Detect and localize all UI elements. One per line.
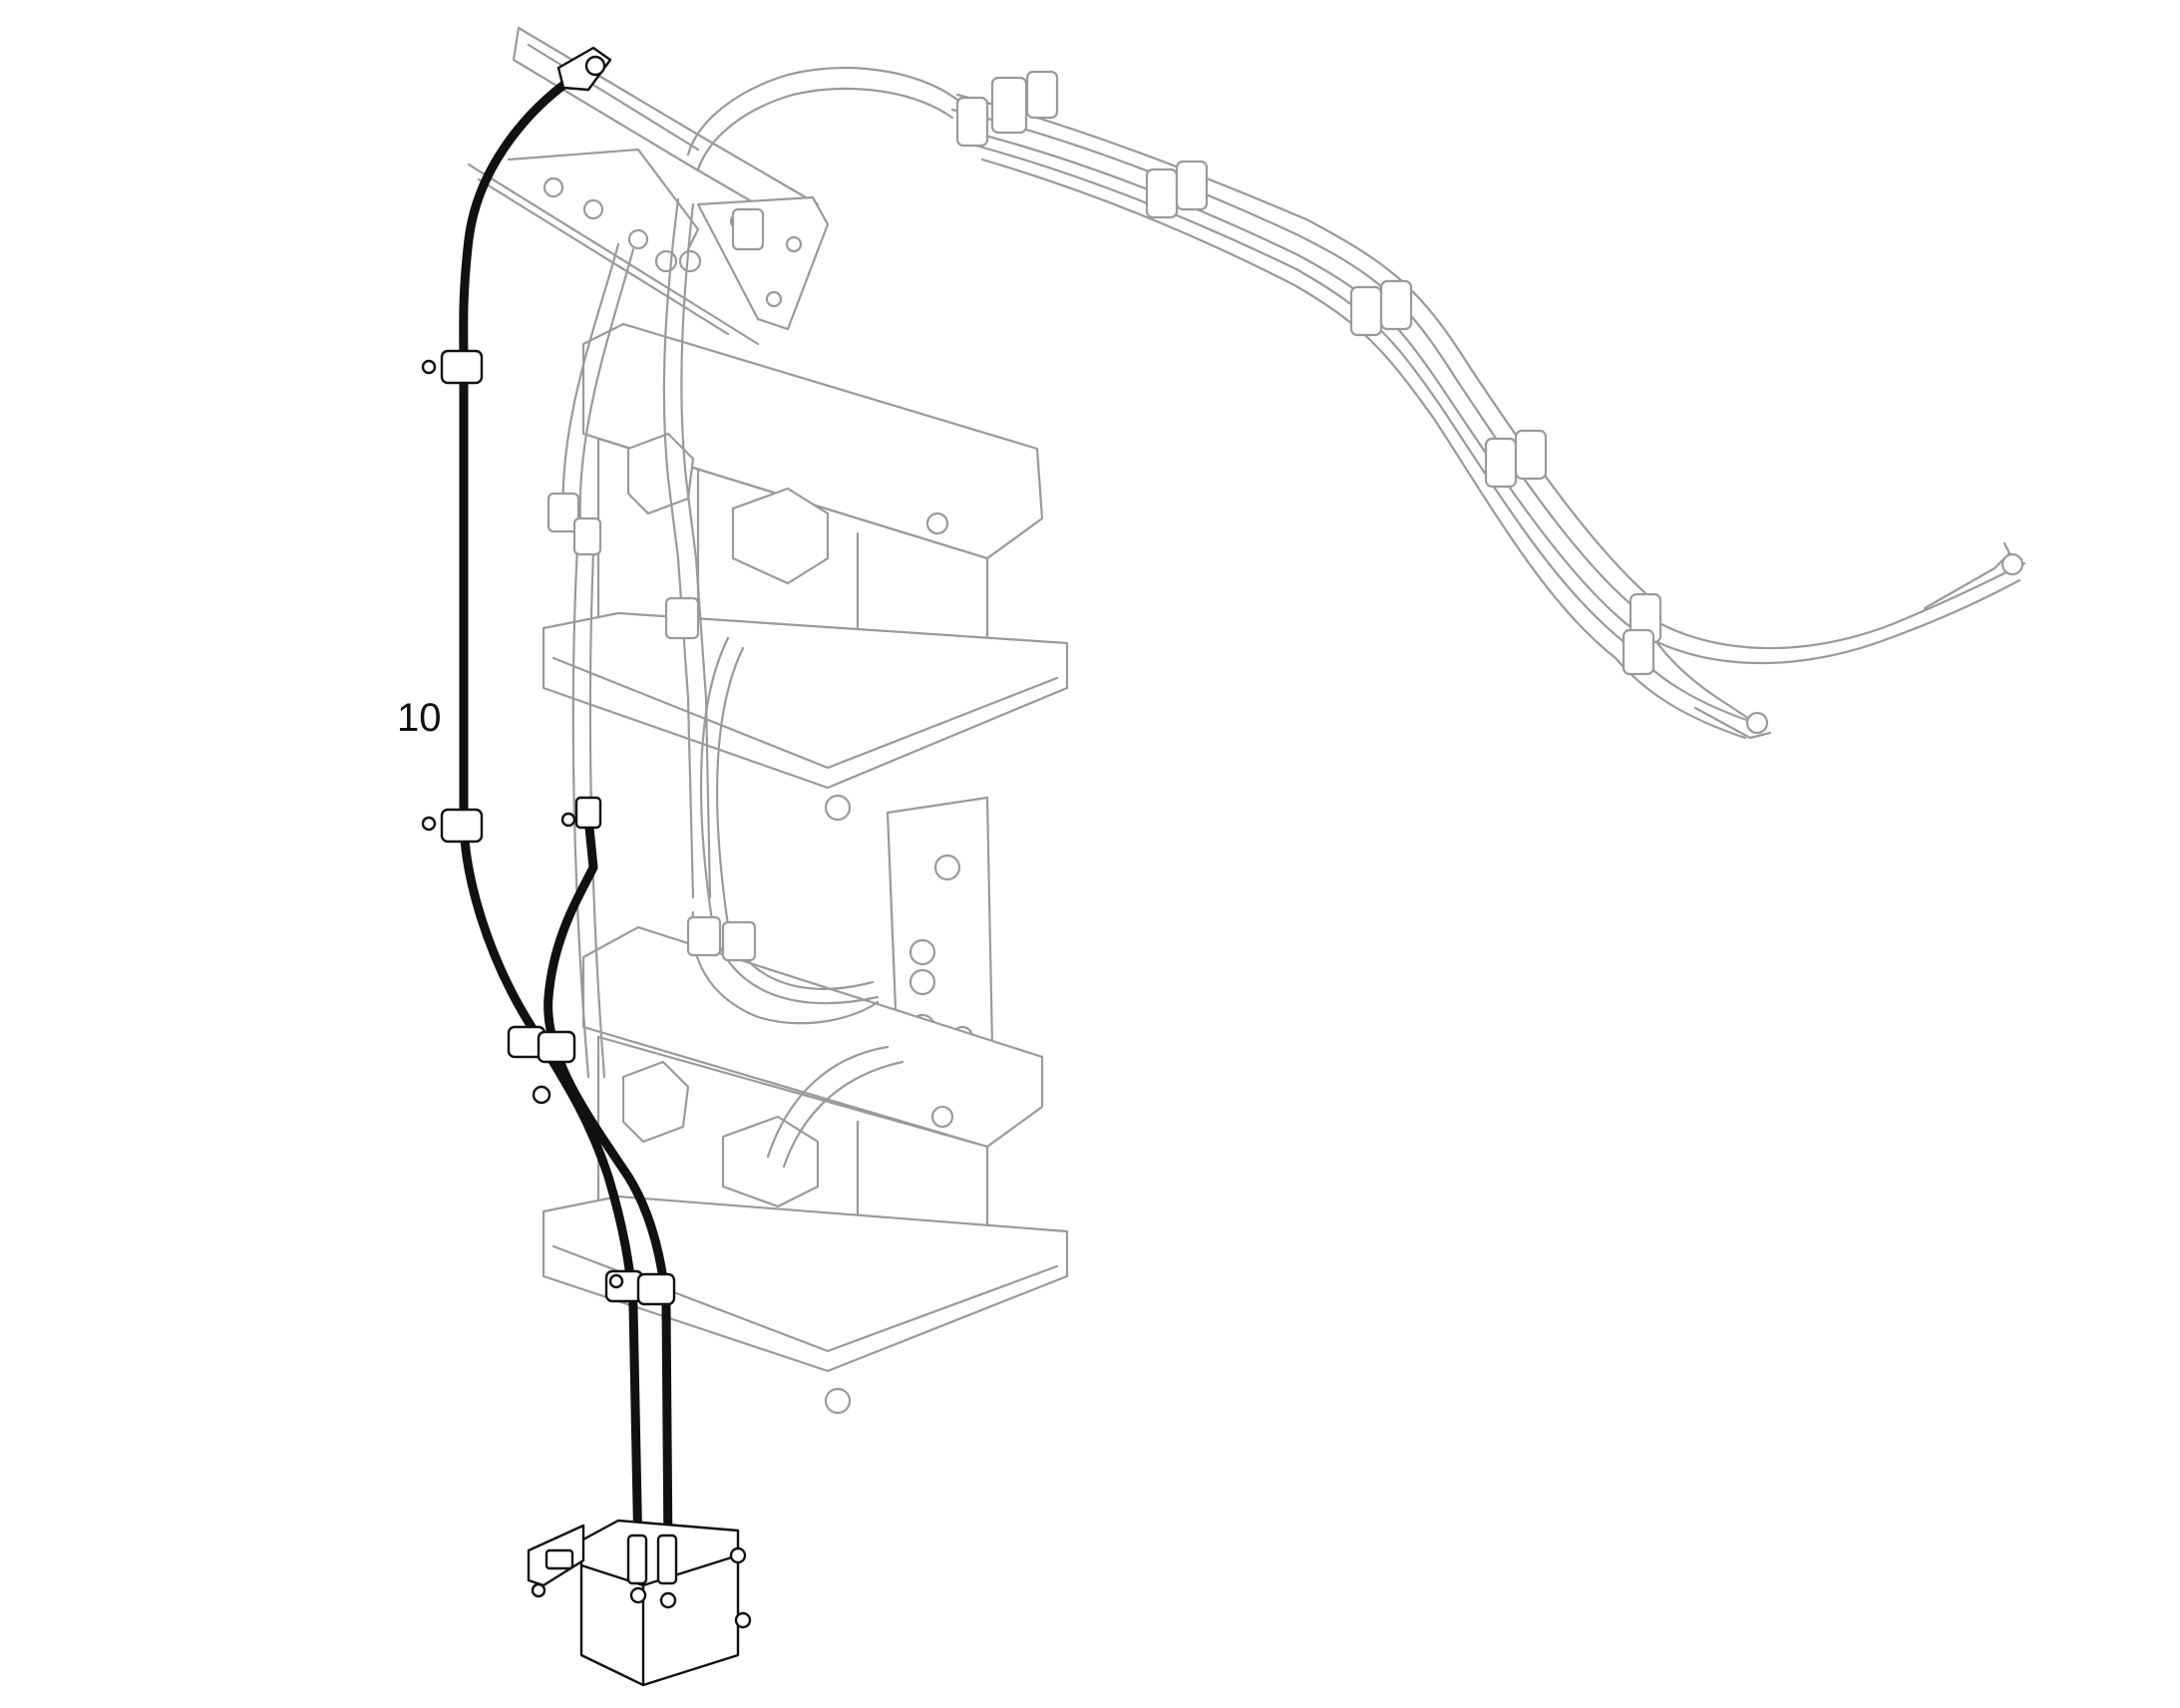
battery-cable-harness-10 xyxy=(421,46,752,1687)
main-cable-run xyxy=(950,70,2026,740)
upper-terminal-bracket xyxy=(543,176,830,331)
callout-10-label: 10 xyxy=(397,696,442,740)
upper-battery-frame xyxy=(542,322,1069,822)
lower-battery-frame xyxy=(542,925,1069,1415)
